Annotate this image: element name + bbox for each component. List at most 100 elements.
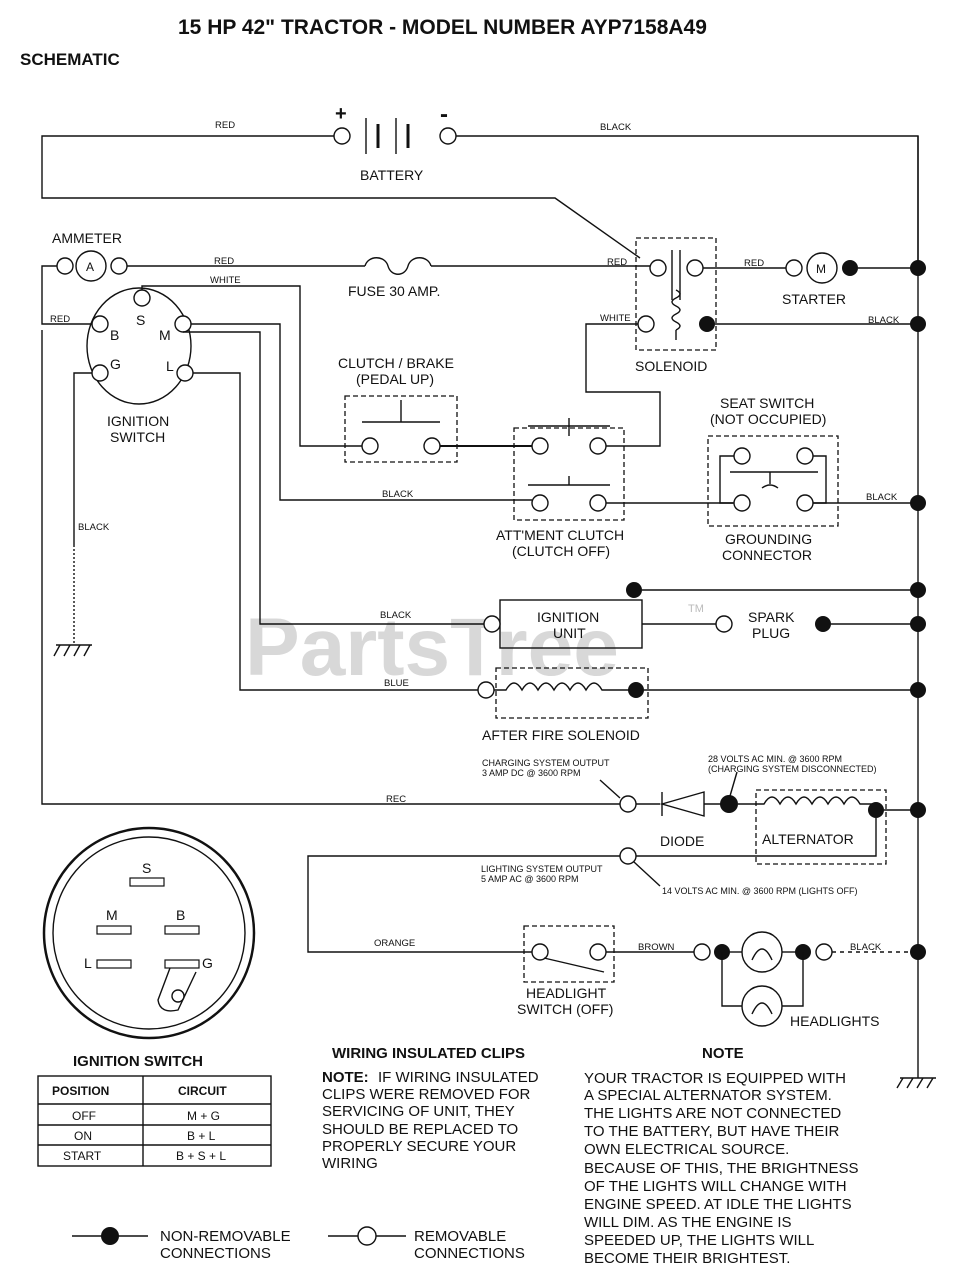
terminal-s: S xyxy=(136,312,145,328)
starter-symbol: M xyxy=(816,262,826,276)
headlight-switch xyxy=(523,925,615,983)
alternator-label: ALTERNATOR xyxy=(762,831,854,847)
battery-label: BATTERY xyxy=(360,167,424,183)
legend-removable xyxy=(328,1226,406,1246)
wire-label-black-headlights: BLACK xyxy=(850,942,882,953)
wire-label-red-battery: RED xyxy=(215,120,235,131)
table-cell: OFF xyxy=(72,1109,96,1123)
page-title: 15 HP 42" TRACTOR - MODEL NUMBER AYP7158… xyxy=(178,16,707,39)
wire-label-black-attclutch: BLACK xyxy=(382,489,414,500)
volts28-spec-2: (CHARGING SYSTEM DISCONNECTED) xyxy=(708,764,877,774)
headlight-switch-label-1: HEADLIGHT xyxy=(526,985,607,1001)
clips-line: PROPERLY SECURE YOUR xyxy=(322,1138,516,1155)
battery-plus: + xyxy=(335,103,347,125)
wire-label-black-battery: BLACK xyxy=(600,122,632,133)
ammeter-symbol: A xyxy=(86,260,94,274)
spark-plug-label-2: PLUG xyxy=(752,625,790,641)
solenoid-label: SOLENOID xyxy=(635,358,707,374)
note-line: THE LIGHTS ARE NOT CONNECTED xyxy=(584,1105,841,1122)
diode-label: DIODE xyxy=(660,833,704,849)
legend-non-removable-2: CONNECTIONS xyxy=(160,1245,271,1262)
note-line: TO THE BATTERY, BUT HAVE THEIR xyxy=(584,1123,840,1140)
clips-note-lead: NOTE: xyxy=(322,1069,369,1086)
ignition-table xyxy=(37,1075,272,1167)
solenoid xyxy=(635,237,717,351)
after-fire-label: AFTER FIRE SOLENOID xyxy=(482,727,640,743)
table-cell: START xyxy=(63,1149,102,1163)
note-line: OWN ELECTRICAL SOURCE. xyxy=(584,1141,789,1158)
charging-spec-2: 3 AMP DC @ 3600 RPM xyxy=(482,768,581,778)
wire-label-black-solenoid: BLACK xyxy=(868,315,900,326)
terminal-l: L xyxy=(166,358,174,374)
after-fire-solenoid xyxy=(495,667,649,719)
clips-heading: WIRING INSULATED CLIPS xyxy=(332,1045,525,1062)
face-label-g: G xyxy=(202,955,213,971)
ammeter xyxy=(75,250,107,282)
clutch-brake-switch xyxy=(344,395,458,463)
note-heading: NOTE xyxy=(702,1045,744,1062)
diode xyxy=(659,791,705,817)
clips-line: WIRING xyxy=(322,1155,378,1172)
starter-label: STARTER xyxy=(782,291,846,307)
ignition-unit-label-1: IGNITION xyxy=(537,609,599,625)
lighting-spec-2: 5 AMP AC @ 3600 RPM xyxy=(481,874,579,884)
terminal-m: M xyxy=(159,327,171,343)
table-header-position: POSITION xyxy=(52,1084,109,1098)
table-cell: B + L xyxy=(187,1129,216,1143)
note-line: SPEEDED UP, THE LIGHTS WILL xyxy=(584,1232,814,1249)
watermark-tm: TM xyxy=(688,603,704,615)
ignition-unit-label-2: UNIT xyxy=(553,625,586,641)
note-line: WILL DIM. AS THE ENGINE IS xyxy=(584,1214,792,1231)
face-label-m: M xyxy=(106,907,118,923)
clutch-brake-label-1: CLUTCH / BRAKE xyxy=(338,355,454,371)
headlight-switch-label-2: SWITCH (OFF) xyxy=(517,1001,613,1017)
wire-label-blue: BLUE xyxy=(384,678,409,689)
wire-label-black-ignition: BLACK xyxy=(380,610,412,621)
charging-spec-1: CHARGING SYSTEM OUTPUT xyxy=(482,758,610,768)
table-header-circuit: CIRCUIT xyxy=(178,1084,227,1098)
wire-label-rec: REC xyxy=(386,794,406,805)
clips-line: CLIPS WERE REMOVED FOR xyxy=(322,1086,531,1103)
volts14-spec: 14 VOLTS AC MIN. @ 3600 RPM (LIGHTS OFF) xyxy=(662,886,858,896)
starter-motor xyxy=(806,252,838,284)
table-cell: ON xyxy=(74,1129,92,1143)
seat-switch xyxy=(707,435,839,527)
terminal-b: B xyxy=(110,327,119,343)
ground-symbol-right xyxy=(896,1077,936,1089)
note-line: A SPECIAL ALTERNATOR SYSTEM. xyxy=(584,1087,832,1104)
note-line: BECAUSE OF THIS, THE BRIGHTNESS xyxy=(584,1160,859,1177)
battery-minus: - xyxy=(440,101,448,128)
note-line: ENGINE SPEED. AT IDLE THE LIGHTS xyxy=(584,1196,852,1213)
ammeter-label: AMMETER xyxy=(52,230,122,246)
legend-non-removable-1: NON-REMOVABLE xyxy=(160,1228,291,1245)
wire-label-black-ground: BLACK xyxy=(78,522,110,533)
wire-label-white-solenoid: WHITE xyxy=(600,313,631,324)
seat-switch-label-1: SEAT SWITCH xyxy=(720,395,814,411)
note-line: OF THE LIGHTS WILL CHANGE WITH xyxy=(584,1178,847,1195)
legend-removable-2: CONNECTIONS xyxy=(414,1245,525,1262)
face-label-s: S xyxy=(142,860,151,876)
face-label-l: L xyxy=(84,955,92,971)
wire-label-black-seat: BLACK xyxy=(866,492,898,503)
attment-clutch-label-1: ATT'MENT CLUTCH xyxy=(496,527,624,543)
headlights-label: HEADLIGHTS xyxy=(790,1013,879,1029)
fuse xyxy=(364,257,432,275)
clutch-brake-label-2: (PEDAL UP) xyxy=(356,371,434,387)
attment-clutch-switch xyxy=(513,427,625,521)
attment-clutch-label-2: (CLUTCH OFF) xyxy=(512,543,610,559)
ignition-switch-face xyxy=(42,826,256,1040)
clips-line: SHOULD BE REPLACED TO xyxy=(322,1121,518,1138)
wire-label-brown: BROWN xyxy=(638,942,675,953)
ground-symbol-left xyxy=(53,644,92,657)
schematic-label: SCHEMATIC xyxy=(20,50,120,69)
fuse-label: FUSE 30 AMP. xyxy=(348,283,440,299)
table-cell: M + G xyxy=(187,1109,220,1123)
clips-line: SERVICING OF UNIT, THEY xyxy=(322,1103,515,1120)
ignition-table-title: IGNITION SWITCH xyxy=(73,1053,203,1070)
clips-line: IF WIRING INSULATED xyxy=(378,1069,539,1086)
terminal-g: G xyxy=(110,356,121,372)
seat-switch-label-2: (NOT OCCUPIED) xyxy=(710,411,826,427)
ignition-switch-label-1: IGNITION xyxy=(107,413,169,429)
ignition-switch-label-2: SWITCH xyxy=(110,429,165,445)
